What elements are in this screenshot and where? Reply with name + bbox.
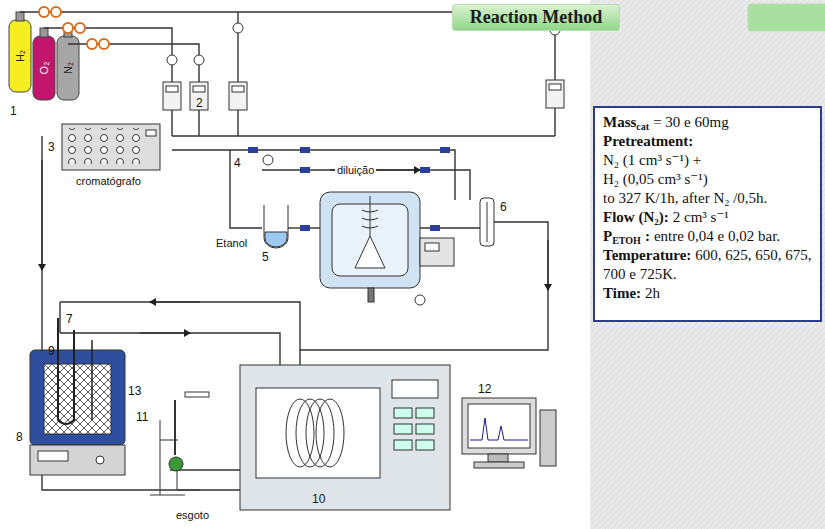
part-label: diluição <box>335 163 376 177</box>
title: Reaction Method <box>470 7 602 28</box>
parameter-text: H₂ (0,05 cm³ s⁻¹) <box>603 171 708 187</box>
parameter-text: N₂ (1 cm³ s⁻¹) + <box>603 152 701 168</box>
callout-number: 7 <box>66 312 73 326</box>
title-banner: Reaction Method <box>452 4 620 31</box>
gas-cylinders <box>9 12 79 100</box>
part-label: O₂ <box>37 62 51 75</box>
callout-number: 9 <box>48 344 55 358</box>
callout-number: 12 <box>478 382 491 396</box>
callout-number: 8 <box>16 430 23 444</box>
part-label: H₂ <box>13 50 27 62</box>
gas-chromatograph <box>240 365 450 510</box>
parameter-text: 2 cm³ s⁻¹ <box>673 209 729 225</box>
part-label: Etanol <box>216 236 247 250</box>
parameter-text: : <box>645 228 650 244</box>
condenser <box>480 198 494 246</box>
parameter-text: 2h <box>645 285 660 301</box>
computer <box>462 398 556 468</box>
callout-number: 5 <box>262 250 269 264</box>
part-label: N₂ <box>61 62 75 74</box>
callout-number: 4 <box>234 156 241 170</box>
gas-lines <box>20 12 555 490</box>
parameter-text: = 30 e 60mg <box>653 114 729 130</box>
parameter-text: P <box>603 228 612 244</box>
parameter-text: Time: <box>603 285 641 301</box>
callout-number: 2 <box>196 96 203 110</box>
regulators-gauges <box>39 7 560 305</box>
parameter-text: ETOH <box>612 235 641 246</box>
reactor-bath <box>320 192 454 302</box>
furnace <box>30 318 125 475</box>
part-label: cromatógrafo <box>76 174 141 188</box>
parameter-text: cat <box>636 121 649 132</box>
parameter-text: Temperature: <box>603 247 691 263</box>
callout-number: 13 <box>128 384 141 398</box>
callout-number: 6 <box>500 200 507 214</box>
parameter-text: Flow (N₂): <box>603 209 669 225</box>
flow-controllers <box>163 80 564 110</box>
parameter-text: Pretreatment: <box>603 133 693 149</box>
parameter-text: entre 0,04 e 0,02 bar. <box>654 228 780 244</box>
parameter-text: Mass <box>603 114 636 130</box>
callout-number: 3 <box>48 140 55 154</box>
bubble-flowmeter <box>150 392 209 495</box>
callout-number: 11 <box>136 410 148 424</box>
part-label: esgoto <box>176 508 209 522</box>
callout-number: 1 <box>10 104 17 118</box>
parameter-text: to 327 K/1h, after N₂ /0,5h. <box>603 190 767 206</box>
saturator <box>264 205 288 248</box>
parameter-box: Masscat = 30 e 60mgPretreatment: N₂ (1 cm³… <box>593 106 822 322</box>
callout-number: 10 <box>312 492 325 506</box>
controller-console <box>62 124 160 170</box>
